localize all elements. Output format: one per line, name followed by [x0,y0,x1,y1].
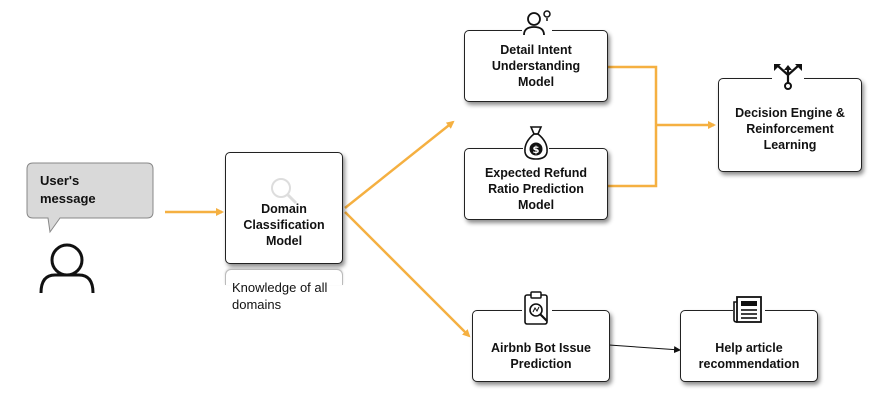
refund-line-2: Ratio Prediction [488,182,584,196]
domain-line-1: Domain [261,202,307,216]
intent-line-1: Detail Intent [500,43,572,57]
split-arrows-icon [772,62,804,90]
magnifier-icon [271,178,298,205]
help-line-1: Help article [715,341,783,355]
refund-line-1: Expected Refund [484,166,588,180]
bot-issue-line-2: Prediction [510,357,572,371]
intent-model-box: Detail Intent Understanding Model [464,30,608,102]
arrow-domain-to-bot-issue [344,211,471,338]
arrow-domain-to-models [344,120,455,209]
speech-bubble [26,162,154,234]
person-outline-icon [39,243,95,294]
user-message-bubble: User's message [40,172,140,208]
domain-classification-box: Domain Classification Model [225,152,343,264]
domain-line-3: Model [265,234,303,248]
intent-line-3: Model [517,75,555,89]
domain-line-2: Classification [243,218,325,232]
person-idea-icon [522,8,552,36]
knowledge-label: Knowledge of all domains [232,279,327,313]
knowledge-line-1: Knowledge of all [232,280,328,295]
bubble-line-1: User's [40,173,80,188]
decision-line-2: Reinforcement [746,122,834,136]
refund-line-3: Model [517,198,555,212]
knowledge-tab [225,269,343,285]
knowledge-line-2: domains [232,297,282,312]
clipboard-magnifier-icon [522,290,552,326]
arrow-bot-issue-to-help [608,344,681,354]
decision-line-1: Decision Engine & [735,106,845,120]
decision-engine-box: Decision Engine & Reinforcement Learning [718,78,862,172]
intent-line-2: Understanding [491,59,581,73]
newspaper-icon [733,294,765,324]
bot-issue-line-1: Airbnb Bot Issue [490,341,591,355]
decision-line-3: Learning [763,138,817,152]
svg-text:$: $ [533,145,540,156]
help-line-2: recommendation [698,357,800,371]
connector-models-merge [608,65,658,188]
bubble-line-2: message [40,191,96,206]
money-bag-icon: $ [523,125,549,161]
